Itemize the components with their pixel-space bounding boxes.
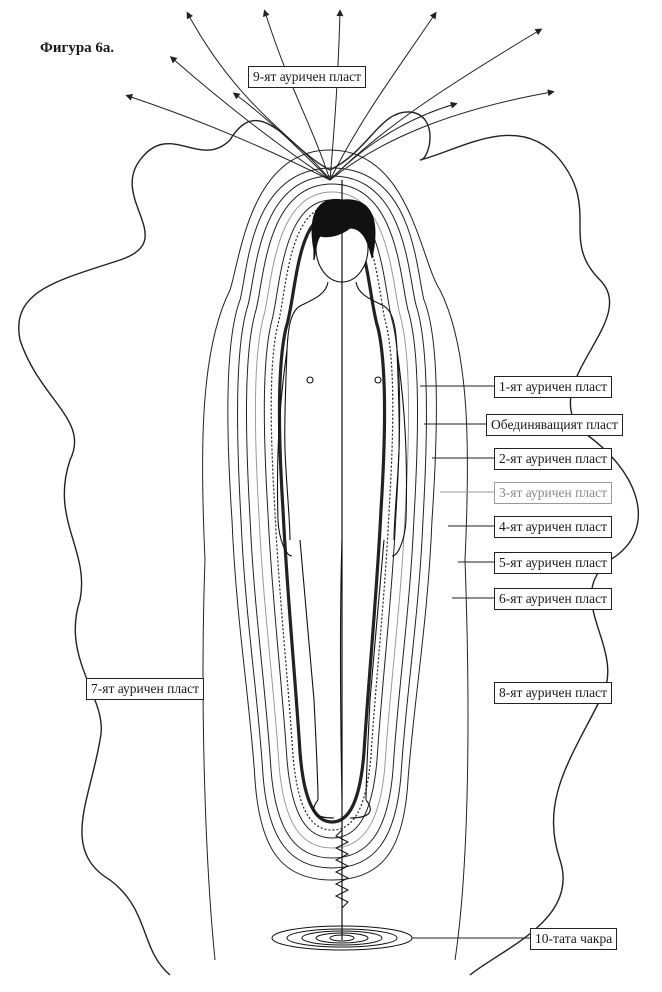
label-layer8: 8-ят ауричен пласт	[494, 682, 612, 704]
layer9-arrows	[128, 12, 552, 180]
label-layer2: 2-ят ауричен пласт	[494, 448, 612, 470]
label-chakra10: 10-тата чакра	[530, 928, 617, 950]
layer4-outline	[246, 184, 417, 858]
right-breast	[375, 377, 381, 383]
label-layer6: 6-ят ауричен пласт	[494, 588, 612, 610]
label-layer9: 9-ят ауричен пласт	[248, 66, 366, 88]
left-breast	[307, 377, 313, 383]
label-layer1: 1-ят ауричен пласт	[494, 376, 612, 398]
label-unifying: Обединяващият пласт	[486, 414, 623, 436]
label-layer4: 4-ят ауричен пласт	[494, 516, 612, 538]
label-layer3: 3-ят ауричен пласт	[494, 482, 612, 504]
label-layer7: 7-ят ауричен пласт	[86, 678, 204, 700]
label-layer5: 5-ят ауричен пласт	[494, 552, 612, 574]
